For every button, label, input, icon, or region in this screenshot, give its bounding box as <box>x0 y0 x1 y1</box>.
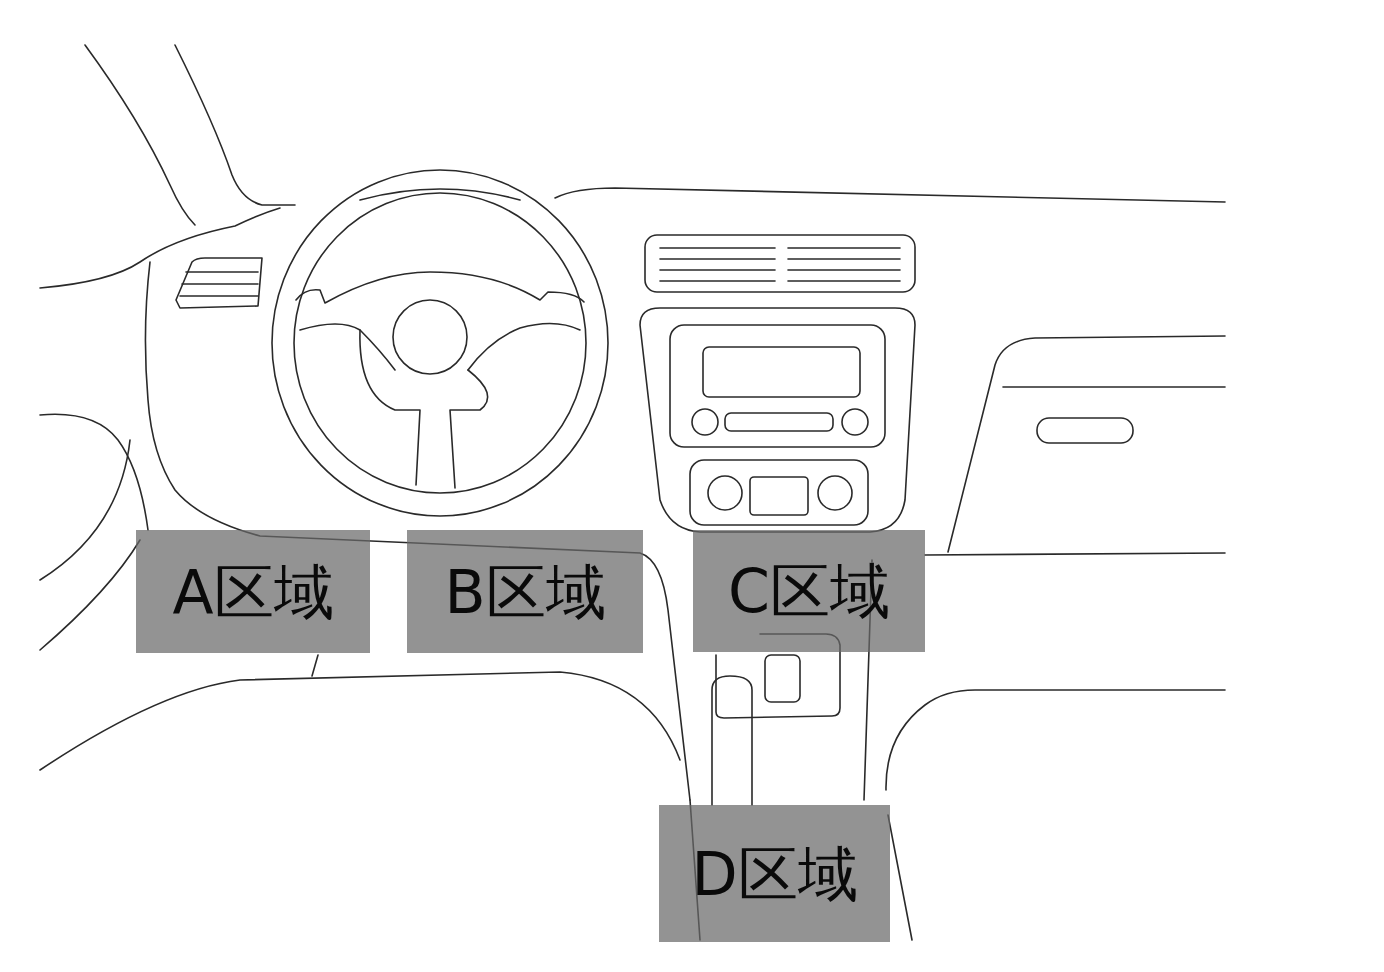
steering-wheel <box>294 193 586 493</box>
region-label: C区域 <box>728 558 890 624</box>
climate-knob <box>708 476 742 510</box>
steering-spoke <box>296 272 584 303</box>
door-trim <box>886 690 1225 790</box>
air-vent <box>645 235 915 292</box>
region-label: A区域 <box>172 559 333 625</box>
vent-slat <box>788 269 900 271</box>
console-side <box>888 815 912 940</box>
radio-display <box>703 347 860 397</box>
region-label-box: D区域 <box>659 805 890 942</box>
region-label-box: B区域 <box>407 530 643 653</box>
center-stack <box>640 308 915 532</box>
a-pillar <box>175 45 295 205</box>
steering-spoke <box>300 323 580 370</box>
vent-slat <box>788 258 900 260</box>
vent-slat <box>180 295 258 297</box>
region-label: B区域 <box>444 559 605 625</box>
vent-slat <box>660 258 775 260</box>
radio-knob <box>692 409 718 435</box>
door-trim <box>40 440 130 580</box>
climate-panel <box>690 460 868 525</box>
glovebox-handle <box>1037 418 1133 443</box>
region-label-box: A区域 <box>136 530 370 653</box>
radio-unit <box>670 325 885 447</box>
vent-slat <box>788 247 900 249</box>
vent-slat <box>186 271 258 273</box>
door-trim <box>40 540 140 650</box>
radio-knob <box>842 409 868 435</box>
glovebox <box>1003 386 1225 388</box>
door-trim <box>40 414 148 530</box>
air-vent <box>176 258 262 308</box>
vent-slat <box>788 280 900 282</box>
glovebox <box>948 336 1225 552</box>
a-pillar <box>85 45 195 225</box>
vent-slat <box>660 247 775 249</box>
steering-hub <box>393 300 467 374</box>
steering-wheel <box>272 170 608 516</box>
dashboard-top <box>40 208 280 288</box>
vent-slat <box>660 269 775 271</box>
dashboard-top <box>555 188 1225 202</box>
instrument-hood <box>360 189 520 200</box>
shifter-slot <box>765 655 800 702</box>
vent-slat <box>182 283 258 285</box>
region-label-box: C区域 <box>693 530 925 652</box>
gear-lever <box>712 676 752 805</box>
seat-edge <box>40 672 680 770</box>
cd-slot <box>725 413 833 431</box>
vent-slat <box>660 280 775 282</box>
dash-panel <box>925 553 1225 555</box>
climate-button <box>750 477 808 515</box>
steering-spoke <box>360 330 488 488</box>
region-label: D区域 <box>691 841 857 907</box>
seat-edge <box>312 655 318 676</box>
climate-knob <box>818 476 852 510</box>
